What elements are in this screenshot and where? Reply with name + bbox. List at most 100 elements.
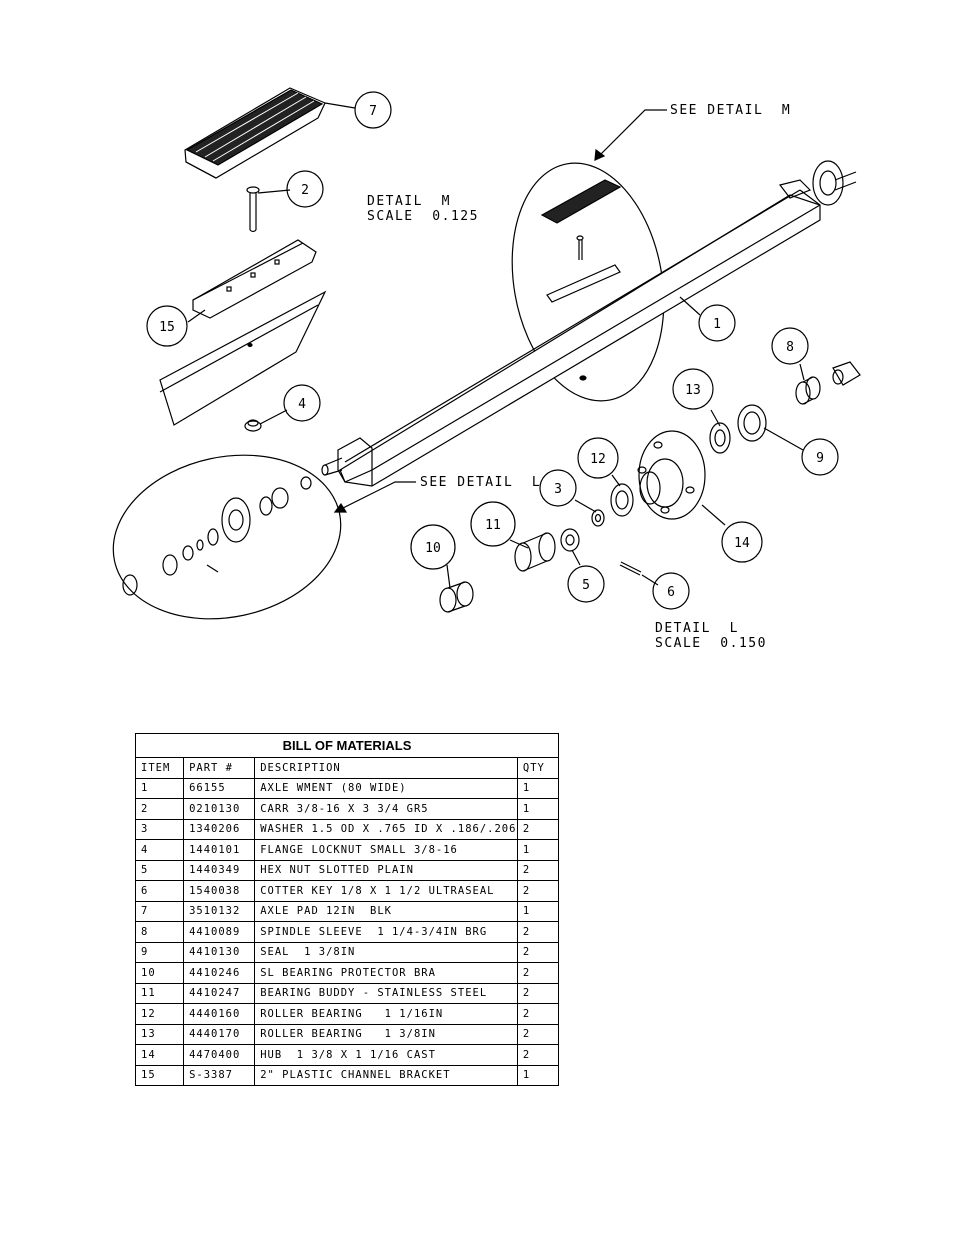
balloon-3: 3: [554, 482, 562, 497]
cell-item: 15: [134, 1064, 185, 1086]
cell-description: BEARING BUDDY - STAINLESS STEEL: [254, 982, 518, 1004]
cell-qty: 2: [516, 1044, 560, 1066]
channel-bracket-part: [192, 239, 317, 319]
cell-description: ROLLER BEARING 1 1/16IN: [254, 1003, 518, 1025]
cell-description: AXLE PAD 12IN BLK: [254, 900, 518, 922]
bom-title: BILL OF MATERIALS: [135, 733, 559, 758]
detail-m-title: DETAIL M: [367, 194, 451, 209]
cell-qty: 2: [516, 859, 560, 881]
cell-qty: 2: [516, 1023, 560, 1045]
detail-l-boundary: [112, 454, 342, 620]
cell-part: 1540038: [183, 880, 256, 902]
cell-part: 4440170: [183, 1023, 256, 1045]
cell-item: 4: [134, 839, 185, 861]
flange-locknut-part: [244, 419, 262, 432]
axle-pad-part: [184, 87, 326, 179]
balloon-13: 13: [685, 383, 701, 398]
cotter-key-part: [619, 561, 642, 576]
spindle-sleeve-part: [795, 361, 861, 405]
balloon-1: 1: [713, 317, 721, 332]
cell-item: 13: [134, 1023, 185, 1045]
balloon-9: 9: [816, 451, 824, 466]
cell-part: 4470400: [183, 1044, 256, 1066]
cell-item: 12: [134, 1003, 185, 1025]
cell-part: 4410246: [183, 962, 256, 984]
balloon-15: 15: [159, 320, 175, 335]
exploded-assembly-drawing: 7 2 15 4 1 8 13 9 12 3 14 11 10 5 6 SEE …: [112, 87, 861, 651]
cell-qty: 2: [516, 1003, 560, 1025]
cell-item: 9: [134, 941, 185, 963]
washer-part: [591, 509, 605, 527]
detail-m-scale: SCALE 0.125: [367, 209, 479, 224]
balloon-12: 12: [590, 452, 606, 467]
cell-qty: 1: [516, 777, 560, 799]
balloon-5: 5: [582, 578, 590, 593]
balloon-14: 14: [734, 536, 750, 551]
balloon-4: 4: [298, 397, 306, 412]
roller-bearing-12-part: [610, 483, 634, 517]
cell-part: 1340206: [183, 818, 256, 840]
cell-item: 2: [134, 798, 185, 820]
cell-description: ROLLER BEARING 1 3/8IN: [254, 1023, 518, 1045]
cell-item: 5: [134, 859, 185, 881]
header-description: DESCRIPTION: [254, 757, 518, 779]
cell-description: WASHER 1.5 OD X .765 ID X .186/.206: [254, 818, 518, 840]
axle-tube-section: [159, 290, 327, 426]
cell-description: HUB 1 3/8 X 1 1/16 CAST: [254, 1044, 518, 1066]
see-detail-l-label: SEE DETAIL L: [420, 475, 541, 490]
cell-part: 4410089: [183, 921, 256, 943]
see-detail-m-label: SEE DETAIL M: [670, 103, 791, 118]
cell-item: 10: [134, 962, 185, 984]
cell-qty: 2: [516, 880, 560, 902]
cell-item: 11: [134, 982, 185, 1004]
balloon-2: 2: [301, 183, 309, 198]
cell-qty: 2: [516, 962, 560, 984]
header-qty: QTY: [516, 757, 560, 779]
balloon-6: 6: [667, 585, 675, 600]
detail-m-parts: [540, 179, 622, 381]
cell-part: 0210130: [183, 798, 256, 820]
bill-of-materials-table: BILL OF MATERIALS ITEM PART # DESCRIPTIO…: [134, 733, 560, 1086]
detail-m-boundary: [511, 162, 665, 402]
bearing-buddy-part: [514, 532, 556, 572]
balloon-10: 10: [425, 541, 441, 556]
main-axle-part: [321, 160, 857, 487]
cell-description: 2" PLASTIC CHANNEL BRACKET: [254, 1064, 518, 1086]
cell-description: FLANGE LOCKNUT SMALL 3/8-16: [254, 839, 518, 861]
cell-part: 4440160: [183, 1003, 256, 1025]
cell-description: COTTER KEY 1/8 X 1 1/2 ULTRASEAL: [254, 880, 518, 902]
cell-part: 66155: [183, 777, 256, 799]
header-item: ITEM: [134, 757, 185, 779]
cell-part: 1440101: [183, 839, 256, 861]
detail-l-parts: [122, 476, 312, 596]
detail-l-title: DETAIL L: [655, 621, 739, 636]
seal-part: [737, 404, 767, 442]
cell-part: S-3387: [183, 1064, 256, 1086]
roller-bearing-13-part: [709, 422, 731, 454]
cell-item: 14: [134, 1044, 185, 1066]
cell-qty: 2: [516, 921, 560, 943]
cell-qty: 1: [516, 798, 560, 820]
cell-item: 7: [134, 900, 185, 922]
cell-qty: 2: [516, 818, 560, 840]
cell-description: SPINDLE SLEEVE 1 1/4-3/4IN BRG: [254, 921, 518, 943]
carriage-bolt-part: [246, 186, 260, 233]
detail-l-scale: SCALE 0.150: [655, 636, 767, 651]
cell-item: 8: [134, 921, 185, 943]
cell-qty: 1: [516, 900, 560, 922]
bearing-protector-part: [439, 581, 474, 613]
cell-item: 6: [134, 880, 185, 902]
hub-part: [637, 430, 706, 520]
balloon-7: 7: [369, 104, 377, 119]
